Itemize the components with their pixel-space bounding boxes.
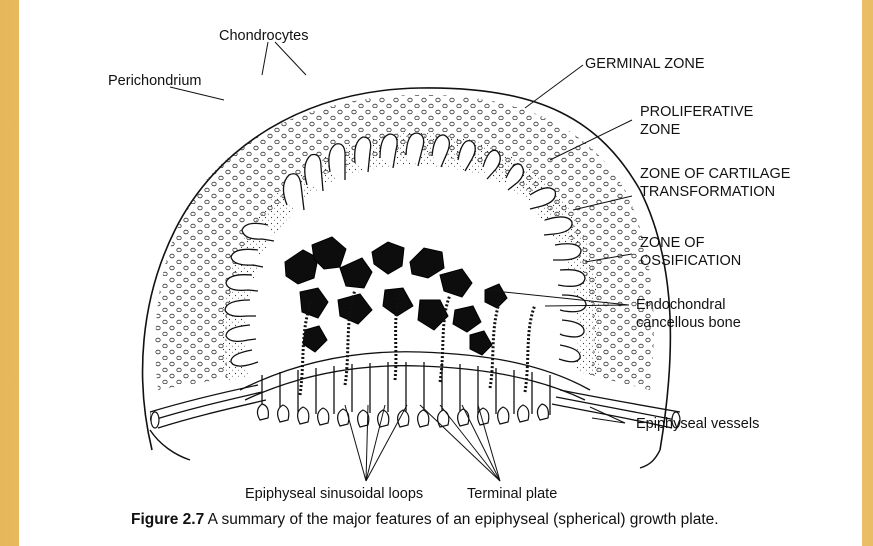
- label-ossification-1: ZONE OF: [640, 235, 705, 251]
- caption-number: Figure 2.7: [131, 511, 204, 528]
- label-endochondral-1: Endochondral: [636, 297, 726, 313]
- caption-text: A summary of the major features of an ep…: [204, 511, 718, 528]
- vessel-end-left: [151, 412, 159, 428]
- label-chondrocytes: Chondrocytes: [219, 28, 308, 44]
- diaphysis-right-outline: [640, 450, 660, 468]
- label-epiphyseal-vessels: Epiphyseal vessels: [636, 416, 759, 432]
- label-proliferative-1: PROLIFERATIVE: [640, 104, 754, 120]
- label-transformation-2: TRANSFORMATION: [640, 184, 775, 200]
- terminal-plate-loops: [257, 404, 548, 427]
- label-ossification-2: OSSIFICATION: [640, 253, 741, 269]
- label-proliferative-2: ZONE: [640, 122, 681, 138]
- diaphysis-left-outline: [150, 430, 190, 460]
- label-transformation-1: ZONE OF CARTILAGE: [640, 166, 791, 182]
- epiphyseal-vessels: [150, 385, 680, 428]
- label-terminal-plate: Terminal plate: [467, 486, 557, 502]
- label-sinusoidal-loops: Epiphyseal sinusoidal loops: [245, 486, 423, 502]
- figure-caption: Figure 2.7 A summary of the major featur…: [131, 511, 719, 529]
- label-endochondral-2: cancellous bone: [636, 315, 741, 331]
- label-perichondrium: Perichondrium: [108, 73, 202, 89]
- label-germinal-zone: GERMINAL ZONE: [585, 56, 705, 72]
- sinusoidal-loops: [240, 352, 590, 415]
